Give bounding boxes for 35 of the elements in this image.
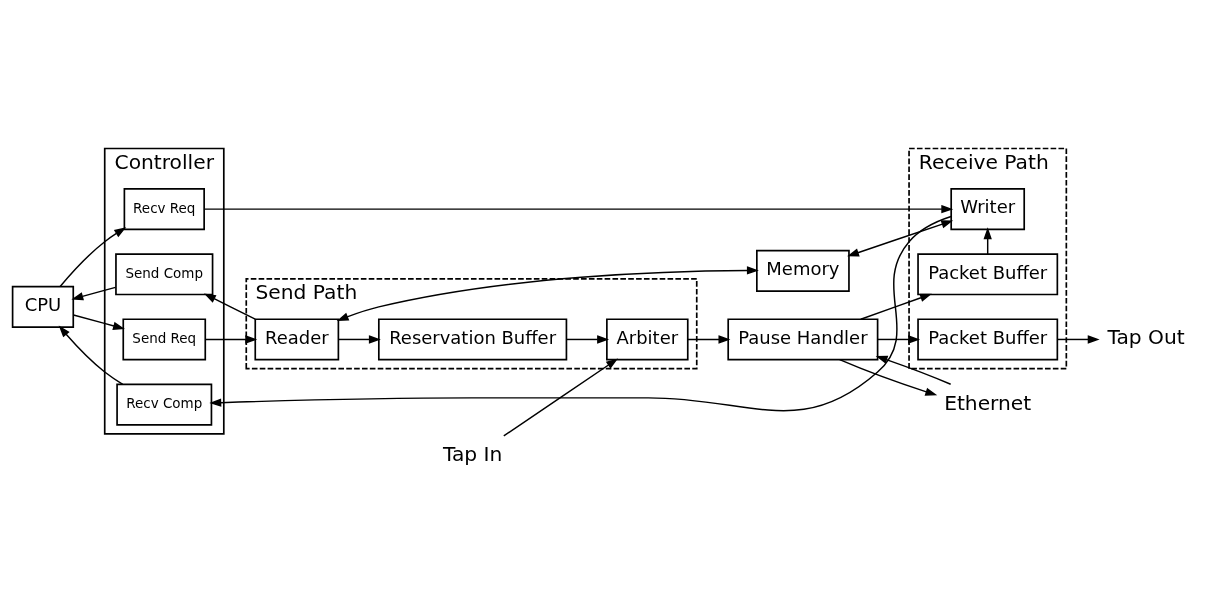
node-box: Arbiter [606, 318, 689, 361]
node-box: Reader [254, 318, 340, 361]
arrow [337, 335, 381, 344]
arrow [847, 220, 954, 257]
arrow [59, 227, 127, 288]
node-box: Packet Buffer [917, 318, 1059, 361]
node-box: Recv Req [123, 188, 205, 231]
arrow [687, 335, 731, 344]
arrow [209, 215, 952, 412]
arrow [204, 335, 258, 344]
node-box: Send Comp [115, 253, 214, 296]
arrow [565, 335, 610, 344]
arrow [203, 293, 256, 320]
arrow [203, 204, 954, 214]
node-box: Reservation Buffer [377, 318, 568, 361]
node-text: Tap Out [1107, 325, 1185, 350]
node-box: Send Req [122, 318, 207, 361]
node-box: Memory [756, 249, 850, 292]
arrow [72, 314, 125, 330]
node-box: Pause Handler [727, 318, 879, 361]
arrow [503, 358, 619, 437]
arrow [877, 335, 921, 344]
arrow [336, 266, 759, 322]
arrow [860, 293, 932, 320]
node-box: Writer [950, 188, 1026, 231]
arrow [58, 325, 124, 386]
node-box: CPU [11, 285, 75, 328]
node-text: Tap In [442, 442, 503, 467]
node-box: Recv Comp [116, 383, 213, 426]
arrow [838, 358, 938, 396]
arrow [1057, 335, 1100, 344]
arrow [71, 286, 117, 301]
node-text: Ethernet [944, 390, 1032, 415]
arrow [875, 355, 952, 385]
node-box: Packet Buffer [917, 253, 1059, 296]
